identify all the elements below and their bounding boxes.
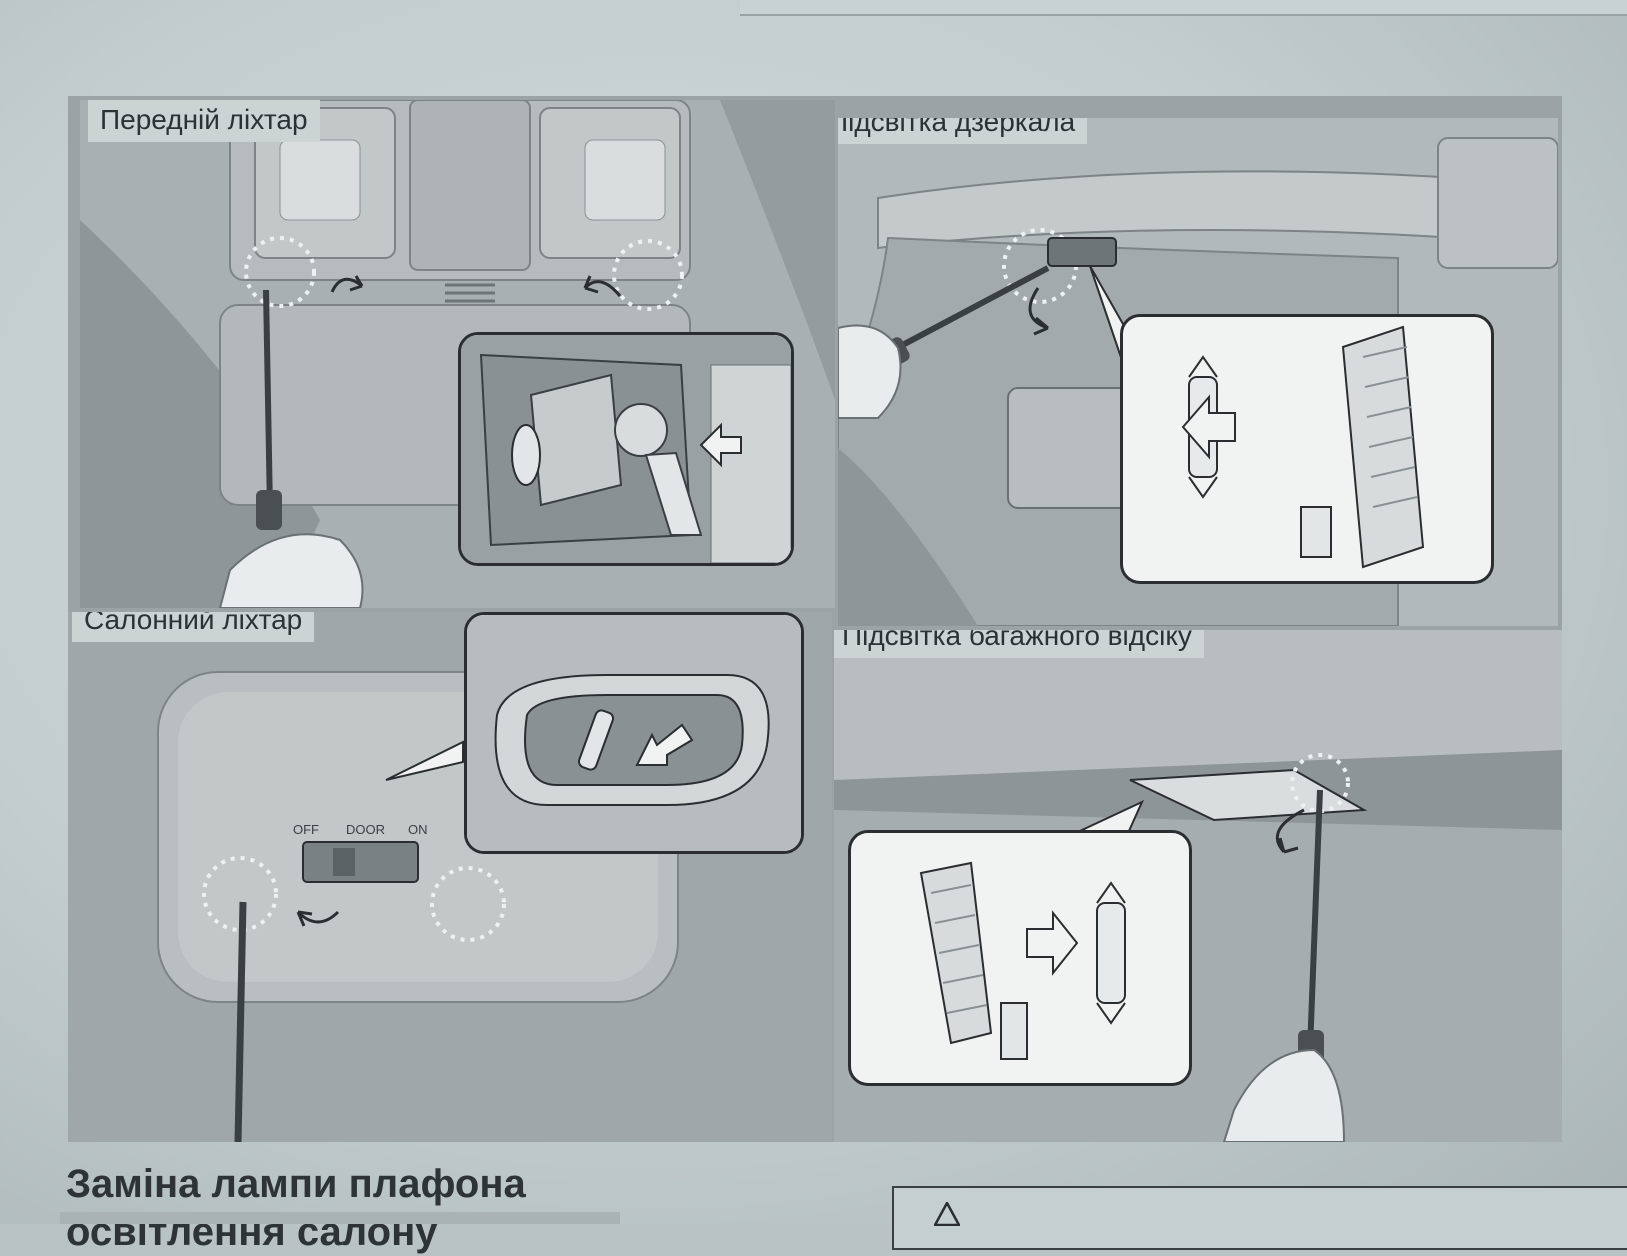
switch-off-label: OFF (293, 822, 319, 837)
front-lamp-detail-illustration (461, 335, 791, 563)
screwdriver-icon (256, 289, 282, 530)
rotate-arrow-icon (330, 275, 364, 293)
warning-box (892, 1186, 1627, 1250)
mirror-light-detail-illustration (1181, 325, 1425, 569)
page-bottom-crop (60, 1212, 620, 1224)
room-lamp-label: Салонний ліхтар (72, 612, 315, 642)
dotted-circle-icon (202, 856, 278, 932)
rotate-arrow-icon (1028, 287, 1049, 336)
bulb-icon (1096, 881, 1126, 1025)
trunk-light-panel: Підсвітка багажного відсіку (834, 630, 1562, 1142)
trunk-light-label: Підсвітка багажного відсіку (834, 630, 1204, 658)
rotate-arrow-icon (583, 275, 622, 297)
bulb-icon (511, 424, 541, 486)
direction-arrow-icon (635, 723, 694, 766)
rotate-arrow-icon (1275, 808, 1305, 854)
lamp-housing (919, 861, 1028, 1060)
front-lamp-detail-inset (458, 332, 794, 566)
dotted-circle-icon (244, 236, 316, 308)
switch-on-label: ON (408, 822, 428, 837)
switch-door-label: DOOR (346, 822, 385, 837)
front-lamp-panel: Передній ліхтар (80, 100, 835, 608)
section-title-line1: Заміна лампи плафона (66, 1162, 526, 1206)
mirror-light-panel: Підсвітка дзеркала (838, 118, 1558, 626)
trunk-light-detail-inset (848, 830, 1192, 1086)
dotted-circle-icon (612, 239, 684, 311)
direction-arrow-icon (1181, 394, 1236, 460)
room-lamp-panel: Салонний ліхтар OFF DOOR ON (68, 612, 832, 1142)
bulb-icon (577, 709, 615, 771)
room-lamp-detail-illustration (467, 615, 801, 851)
room-lamp-detail-inset (464, 612, 804, 854)
warning-icon (934, 1202, 960, 1226)
direction-arrow-icon (699, 422, 742, 468)
rotate-arrow-icon (296, 910, 340, 927)
lamp-housing (1300, 325, 1425, 569)
mirror-light-label: Підсвітка дзеркала (838, 118, 1088, 144)
page-edge-bleed (1562, 640, 1627, 1060)
dotted-circle-icon (430, 866, 506, 942)
trunk-light-detail-illustration (919, 861, 1126, 1060)
mirror-light-detail-inset (1120, 314, 1494, 584)
front-lamp-label: Передній ліхтар (88, 100, 320, 142)
direction-arrow-icon (1026, 910, 1079, 976)
section-heading: Заміна лампи плафона освітлення салону (66, 1160, 526, 1256)
screwdriver-icon (234, 901, 247, 1142)
previous-page-edge (740, 0, 1627, 16)
